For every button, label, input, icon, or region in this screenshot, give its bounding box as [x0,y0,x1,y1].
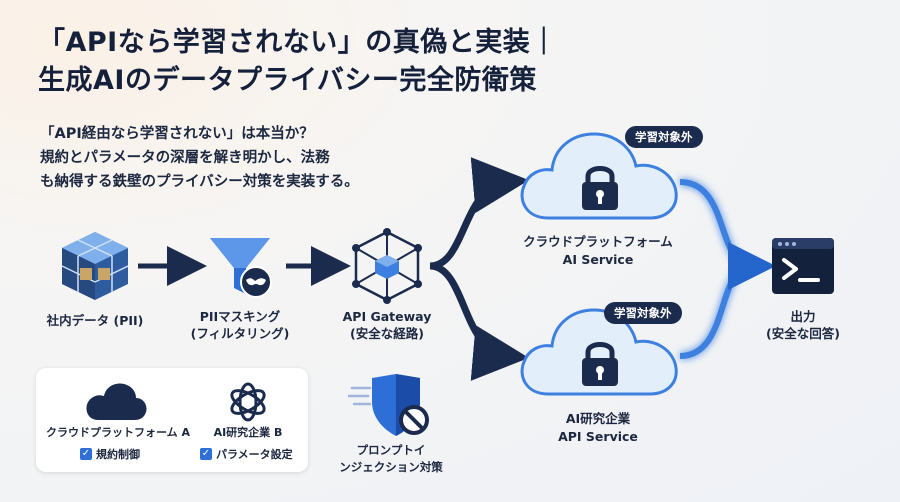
masking-label: PIIマスキング (フィルタリング) [180,308,300,342]
description-line-3: も納得する鉄壁のプライバシー対策を実装する。 [40,174,359,190]
source-label: 社内データ (PII) [46,313,144,328]
legend-b-check-label: パラメータ設定 [216,448,293,461]
cloud-top-badge: 学習対象外 [625,126,703,148]
openai-knot-icon [230,382,266,422]
arrow-cloud-top-output [679,179,753,269]
network-hub-icon [352,228,422,304]
cloud-icon [86,383,147,420]
arrow-cloud-bottom-output [679,263,753,359]
title-line-2: 生成AIのデータプライバシー完全防衛策 [38,65,537,96]
shield-block-icon [348,374,429,436]
checkbox-icon: ✓ [80,448,92,460]
output-label: 出力 (安全な回答) [748,308,858,342]
legend-a-check: ✓ 規約制御 [80,446,140,462]
cloud-bottom-badge: 学習対象外 [604,302,682,324]
description-line-1: 「API経由なら学習されない」は本当か？ [40,126,314,142]
masking-label-1: PIIマスキング [199,309,281,324]
legend-a-check-label: 規約制御 [96,448,140,461]
shield-label: プロンプトイ ンジェクション対策 [326,442,456,476]
legend-b-check: ✓ パラメータ設定 [200,446,293,462]
terminal-icon [772,238,834,294]
cloud-top-icon [520,132,678,220]
arrow-gateway-cloud-bottom [429,262,529,381]
cloud-bottom-label-2: API Service [558,429,638,444]
cloud-bottom-icon [520,308,678,396]
description: 「API経由なら学習されない」は本当か？ 規約とパラメータの深層を解き明かし、法… [40,122,359,194]
shield-label-1: プロンプトイ [356,443,426,457]
lock-icon [582,342,618,386]
legend-a-name: クラウドプラットフォーム A [46,426,191,439]
cloud-top-label: クラウドプラットフォーム AI Service [508,233,688,269]
legend-box: クラウドプラットフォーム A ✓ 規約制御 AI研究企業 B ✓ パラメータ設定 [36,368,308,472]
gateway-label-2: (安全な経路) [350,326,424,341]
gateway-label: API Gateway (安全な経路) [322,308,452,342]
cloud-top-label-1: クラウドプラットフォーム [523,234,673,249]
title-line-1: 「APIなら学習されない」の真偽と実装｜ [38,27,558,58]
description-line-2: 規約とパラメータの深層を解き明かし、法務 [40,150,330,166]
masking-label-2: (フィルタリング) [190,326,290,341]
shield-label-2: ンジェクション対策 [339,460,443,474]
output-label-1: 出力 [790,309,816,324]
legend-b-name: AI研究企業 B [213,426,283,439]
arrow-gateway-cloud-top [429,157,529,270]
data-cube-icon [61,232,129,300]
output-label-2: (安全な回答) [766,326,840,341]
cloud-bottom-label: AI研究企業 API Service [508,410,688,446]
cloud-top-label-2: AI Service [562,252,634,267]
checkbox-icon: ✓ [200,448,212,460]
cloud-bottom-label-1: AI研究企業 [565,411,631,426]
funnel-mask-icon [210,238,272,298]
page-title: 「APIなら学習されない」の真偽と実装｜ 生成AIのデータプライバシー完全防衛策 [38,24,558,100]
lock-icon [582,166,618,210]
gateway-label-1: API Gateway [342,309,432,324]
